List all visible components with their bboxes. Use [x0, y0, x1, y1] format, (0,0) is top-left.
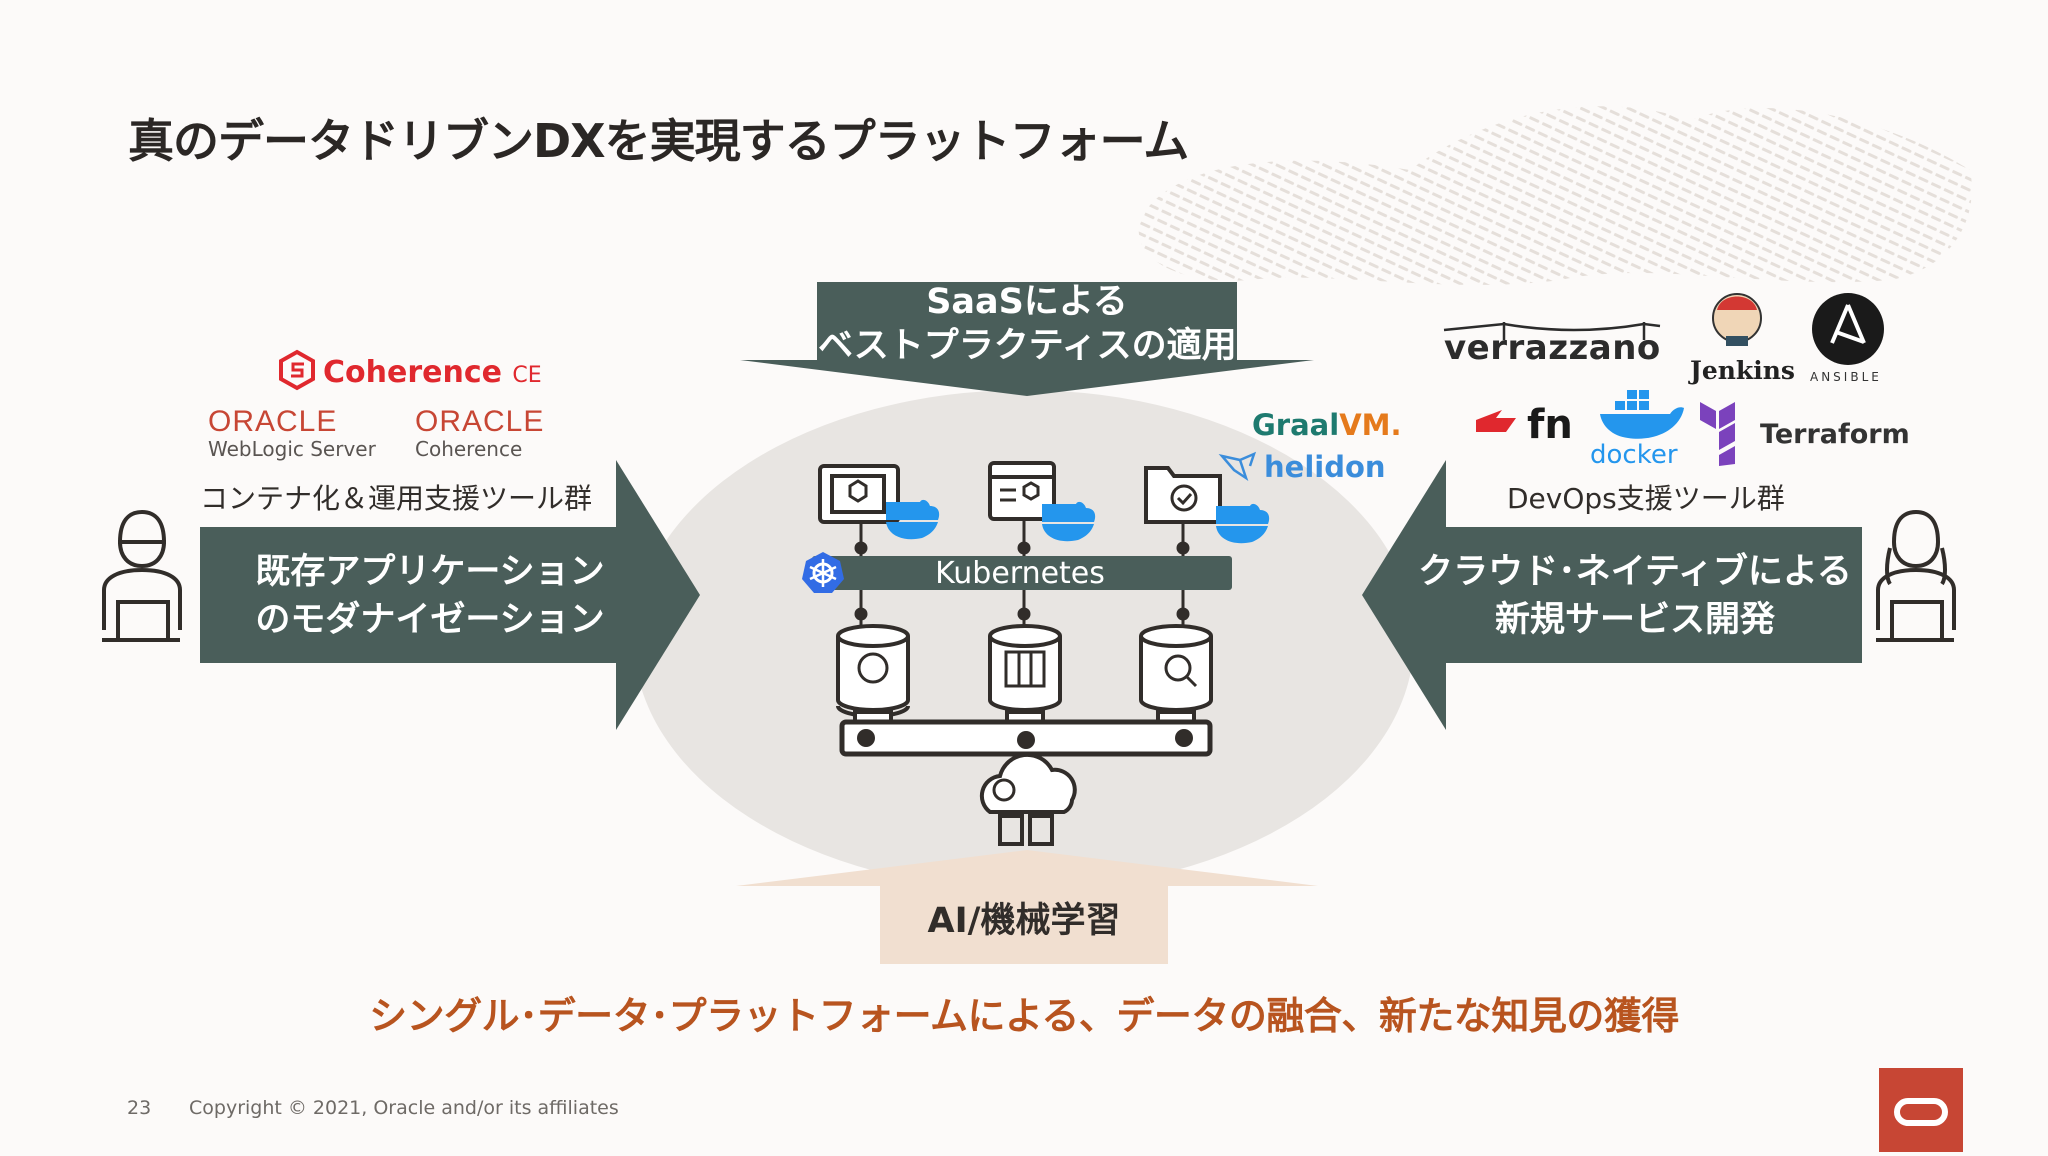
cloud-ai-icon — [979, 752, 1077, 846]
top-banner-line2: ベストプラクティスの適用 — [818, 326, 1237, 366]
copyright: Copyright © 2021, Oracle and/or its affi… — [189, 1097, 619, 1119]
jenkins-logo-icon — [1712, 293, 1762, 346]
bottom-arrow — [736, 850, 1318, 964]
left-arrow — [200, 460, 700, 730]
left-caption: コンテナ化＆運用支援ツール群 — [200, 482, 593, 515]
graalvm-logo: GraalVM. — [1252, 408, 1402, 442]
verrazzano-logo: verrazzano — [1444, 328, 1661, 368]
top-arrow — [740, 282, 1314, 396]
right-arrow — [1362, 460, 1862, 730]
container-app-icon-1 — [818, 464, 900, 524]
kubernetes-label: Kubernetes — [935, 556, 1105, 591]
right-banner-line1: クラウド･ネイティブによる — [1418, 552, 1852, 592]
database-icon-1 — [836, 624, 910, 726]
docker-logo-icon — [1600, 390, 1684, 439]
database-icon-3 — [1139, 624, 1213, 726]
oracle-weblogic-logo: ORACLE — [208, 405, 338, 438]
terraform-logo: Terraform — [1760, 419, 1910, 450]
docker-logo: docker — [1590, 440, 1678, 470]
docker-icon-1 — [886, 499, 940, 540]
left-banner-label: 既存アプリケーション のモダナイゼーション — [195, 548, 665, 644]
fn-logo-icon — [1476, 410, 1516, 432]
oracle-ring-icon — [1894, 1098, 1948, 1126]
coherence-ce-name: Coherence — [323, 355, 502, 390]
oracle-coherence-sub: Coherence — [415, 437, 523, 461]
db-connectors — [854, 590, 1190, 628]
oracle-coherence-logo: ORACLE — [415, 405, 545, 438]
docker-icon-3 — [1216, 503, 1270, 544]
jenkins-logo: Jenkins — [1690, 356, 1795, 385]
helidon-logo-icon — [1218, 451, 1257, 482]
terraform-logo-icon — [1700, 402, 1735, 466]
helidon-logo: helidon — [1264, 450, 1386, 484]
fn-logo: fn — [1527, 402, 1573, 448]
right-banner-line2: 新規サービス開発 — [1494, 600, 1775, 640]
oracle-logo — [1879, 1068, 1963, 1152]
decorative-texture — [1138, 106, 1972, 285]
ai-ml-banner-label: AI/機械学習 — [927, 901, 1121, 941]
app-connectors — [854, 520, 1190, 556]
left-banner-line2: のモダナイゼーション — [255, 600, 605, 640]
left-user-icon — [102, 509, 182, 642]
graalvm-part-b: VM. — [1339, 408, 1402, 442]
slide-title: 真のデータドリブンDXを実現するプラットフォーム — [128, 114, 1189, 168]
coherence-ce-suffix: CE — [512, 363, 542, 388]
verrazzano-bridge-icon — [1443, 322, 1661, 340]
tagline: シングル･データ･プラットフォームによる、データの融合、新たな知見の獲得 — [369, 994, 1679, 1038]
oracle-weblogic-sub: WebLogic Server — [208, 437, 376, 461]
ansible-logo: ANSIBLE — [1810, 370, 1882, 384]
docker-icon-2 — [1042, 501, 1096, 542]
page-number: 23 — [127, 1097, 152, 1119]
coherence-ce-logo: Coherence CE — [323, 355, 542, 390]
kubernetes-bar — [812, 556, 1232, 590]
right-banner-label: クラウド･ネイティブによる 新規サービス開発 — [1400, 548, 1870, 644]
top-banner-line1: SaaSによる — [926, 282, 1128, 322]
kubernetes-icon — [802, 552, 844, 593]
graalvm-part-a: Graal — [1252, 408, 1340, 442]
left-banner-line1: 既存アプリケーション — [255, 552, 605, 592]
container-app-icon-2 — [988, 461, 1056, 521]
ansible-logo-icon — [1812, 293, 1884, 365]
right-caption: DevOps支援ツール群 — [1507, 482, 1785, 515]
right-user-icon — [1876, 509, 1956, 642]
top-banner-label: SaaSによる ベストプラクティスの適用 — [818, 280, 1237, 368]
container-app-icon-3 — [1144, 466, 1222, 524]
coherence-logo-icon — [279, 349, 315, 391]
database-icon-2 — [988, 624, 1062, 726]
